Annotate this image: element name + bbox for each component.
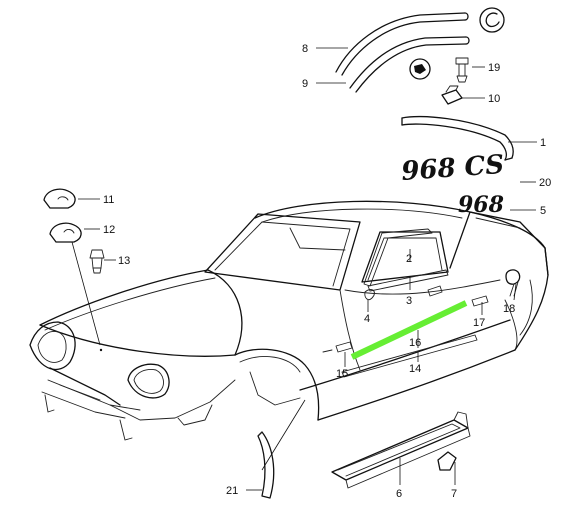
callout-4: 4	[364, 313, 370, 325]
loose-parts	[43, 7, 521, 499]
callout-15: 15	[336, 368, 348, 380]
car-body-drawing	[29, 200, 549, 441]
leader-lines	[71, 47, 537, 491]
badge-968: 968	[458, 192, 504, 218]
callout-3: 3	[406, 295, 412, 307]
callout-8: 8	[302, 43, 308, 55]
callout-10: 10	[488, 93, 500, 105]
callout-9: 9	[302, 78, 308, 90]
callout-14: 14	[409, 363, 421, 375]
callout-numbers: 8 9 19 10 1 20 5 11 12 13 2 3 4 17 18 16…	[103, 43, 551, 500]
callout-19: 19	[488, 62, 500, 74]
callout-16: 16	[409, 337, 421, 349]
callout-6: 6	[396, 488, 402, 500]
callout-2: 2	[406, 253, 412, 265]
callout-1: 1	[540, 137, 546, 149]
callout-11: 11	[103, 194, 114, 206]
highlighted-door-trim	[350, 300, 468, 360]
callout-5: 5	[540, 205, 546, 217]
callout-7: 7	[451, 488, 457, 500]
callout-20: 20	[539, 177, 551, 189]
callout-21: 21	[226, 485, 238, 497]
callout-17: 17	[473, 317, 485, 329]
badge-968-cs: 968 CS	[400, 150, 505, 187]
callout-13: 13	[118, 255, 130, 267]
callout-12: 12	[103, 224, 115, 236]
callout-18: 18	[503, 303, 515, 315]
